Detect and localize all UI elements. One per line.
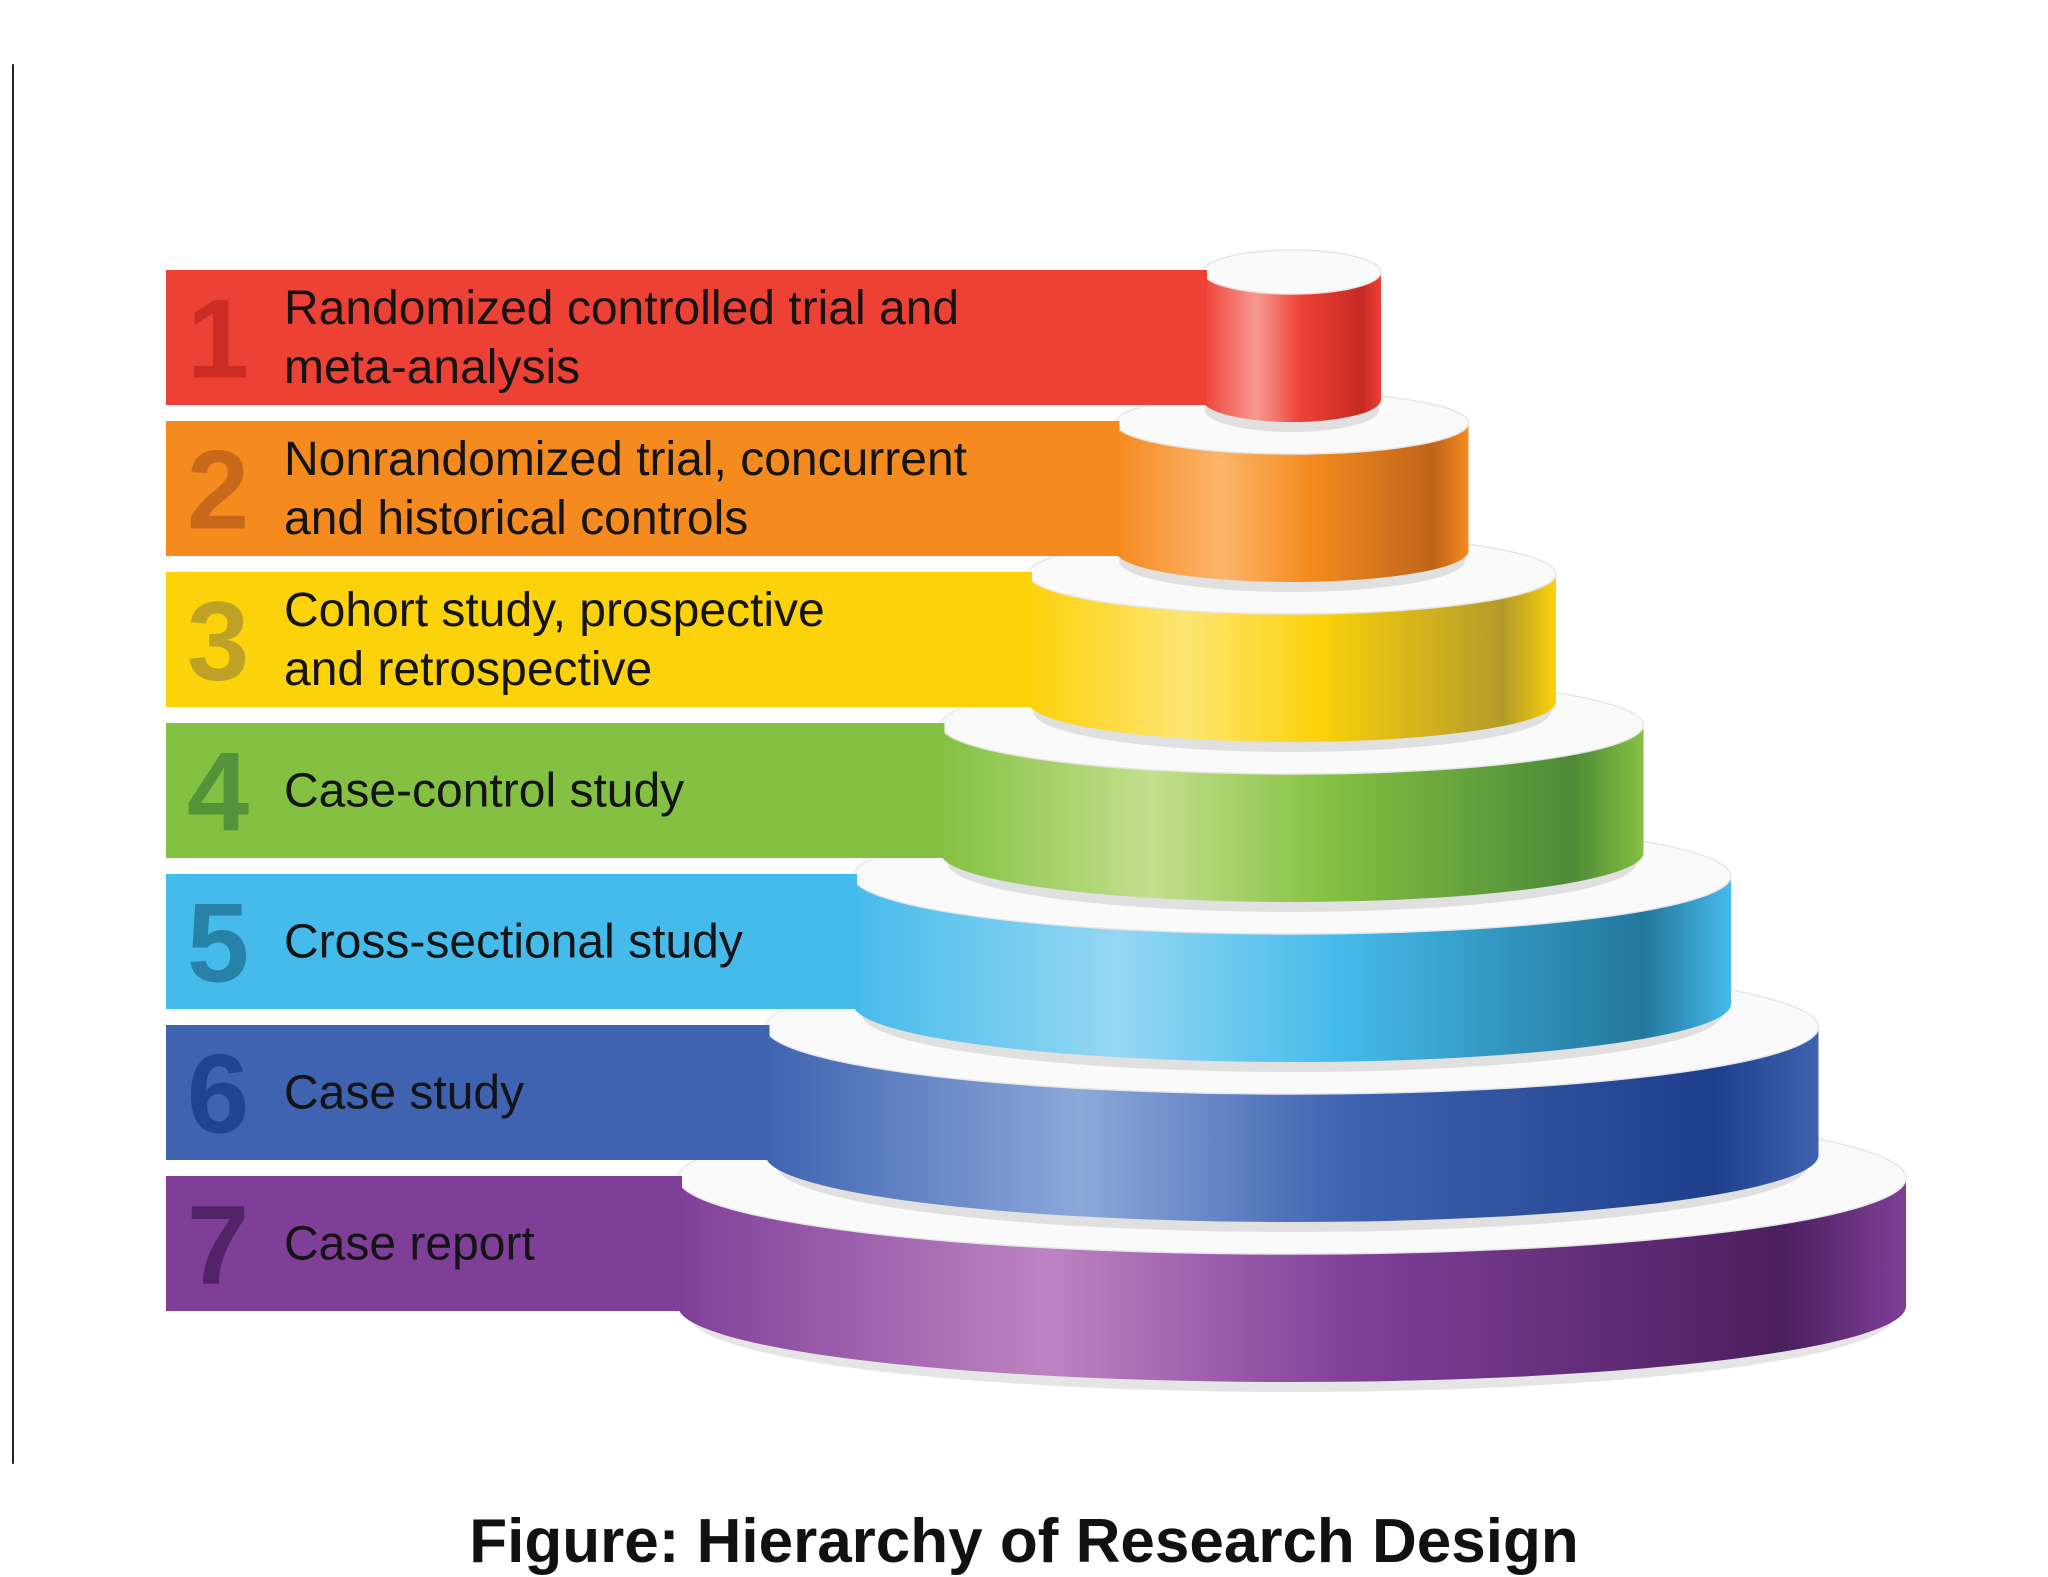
level-label-line: Cohort study, prospective xyxy=(284,584,825,637)
level-band-1: 1 Randomized controlled trial and meta-ana… xyxy=(166,270,1207,405)
level-number: 2 xyxy=(187,428,249,553)
level-label-line: meta-analysis xyxy=(284,341,580,394)
level-number: 6 xyxy=(187,1032,249,1157)
level-label-line: and historical controls xyxy=(284,492,748,545)
figure-caption: Figure: Hierarchy of Research Design xyxy=(469,1507,1579,1576)
level-label-line: Case-control study xyxy=(284,765,684,818)
tier-side xyxy=(1028,574,1556,742)
level-number: 5 xyxy=(187,881,249,1006)
level-number: 4 xyxy=(187,730,249,855)
pyramid-tiers xyxy=(677,249,1907,1392)
research-hierarchy-diagram: 1 Randomized controlled trial and meta-ana… xyxy=(166,249,1907,1392)
level-number: 1 xyxy=(187,277,249,402)
level-label-line: Cross-sectional study xyxy=(284,916,743,969)
level-band-5: 5 Cross-sectional study xyxy=(166,874,857,1009)
tier-side xyxy=(1203,272,1381,422)
band-background xyxy=(166,723,945,858)
level-number: 7 xyxy=(187,1183,249,1308)
band-background xyxy=(166,1025,770,1160)
level-band-4: 4 Case-control study xyxy=(166,723,945,858)
band-background xyxy=(166,421,1120,556)
level-label-line: and retrospective xyxy=(284,643,652,696)
tier-top-face xyxy=(1202,249,1382,295)
level-band-6: 6 Case study xyxy=(166,1025,770,1160)
tier-side xyxy=(1115,423,1469,582)
level-label-line: Case report xyxy=(284,1218,535,1271)
band-background xyxy=(166,572,1032,707)
level-label-line: Nonrandomized trial, concurrent xyxy=(284,433,967,486)
band-background xyxy=(166,270,1207,405)
level-band-7: 7 Case report xyxy=(166,1176,682,1311)
level-band-2: 2 Nonrandomized trial, concurrent and hist… xyxy=(166,421,1120,556)
level-band-3: 3 Cohort study, prospective and retrospect… xyxy=(166,572,1032,707)
band-background xyxy=(166,874,857,1009)
level-number: 3 xyxy=(187,579,249,704)
level-label-line: Case study xyxy=(284,1067,524,1120)
frame-border xyxy=(12,64,14,1464)
band-background xyxy=(166,1176,682,1311)
level-label-line: Randomized controlled trial and xyxy=(284,282,959,335)
tier-1 xyxy=(1202,249,1382,432)
level-bands: 1 Randomized controlled trial and meta-ana… xyxy=(166,270,1207,1311)
tier-side xyxy=(940,725,1644,902)
